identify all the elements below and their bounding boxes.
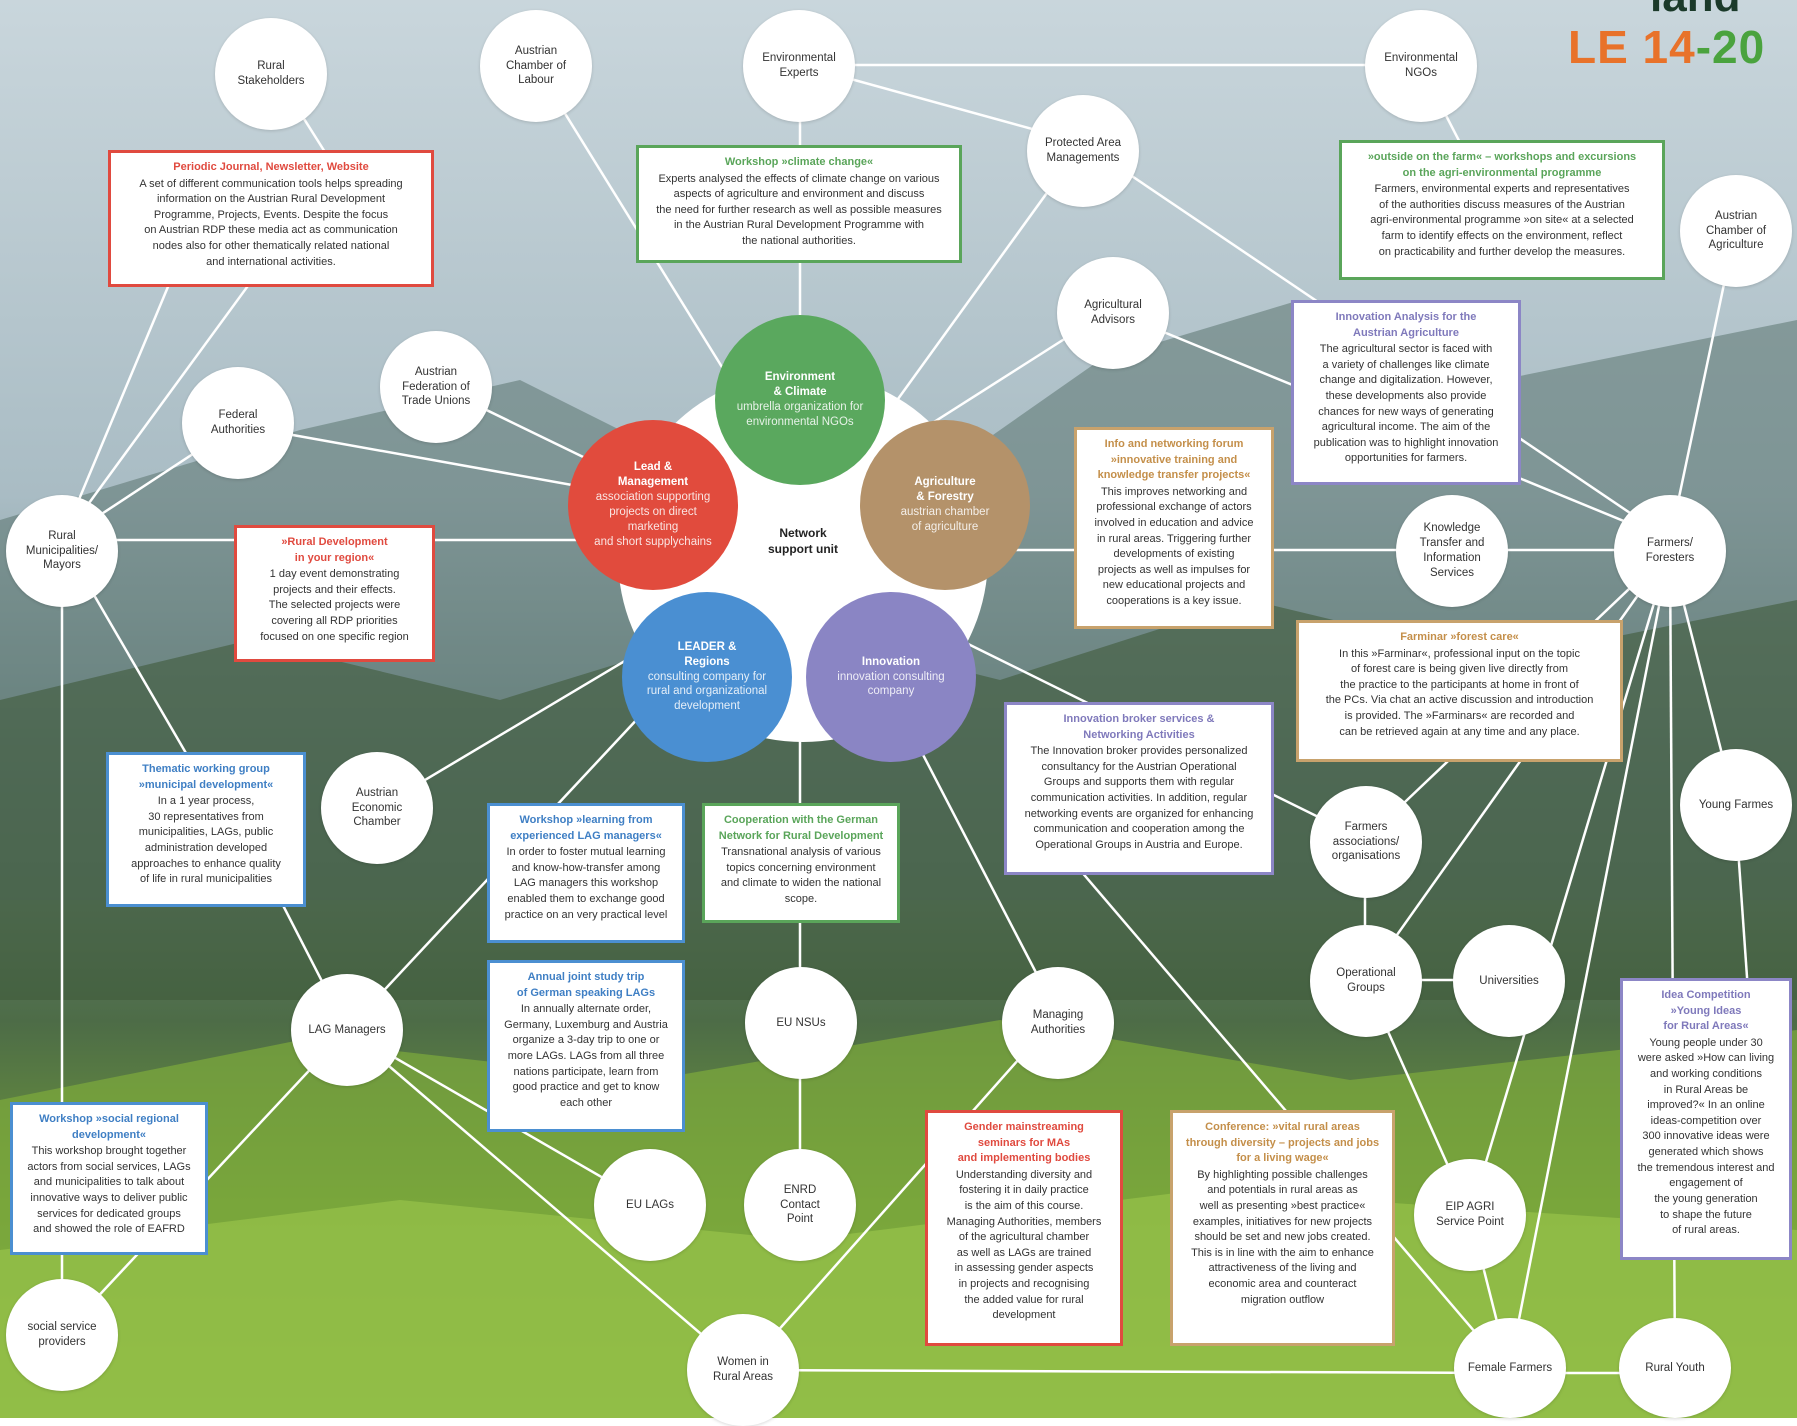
box-conference-vital-rural-areas: Conference: »vital rural areas through d… [1170,1110,1395,1346]
box-body: The Innovation broker provides personali… [1024,745,1254,851]
box-body: Understanding diversity and fostering it… [946,1168,1102,1322]
logo-part-2: -20 [1695,21,1766,73]
box-annual-joint-study-trip: Annual joint study trip of German speaki… [487,960,685,1132]
box-heading: Cooperation with the German Network for … [718,814,884,842]
core-environment-climate[interactable]: Environment & Climate umbrella organizat… [715,315,885,485]
core-desc: innovation consulting company [837,670,945,698]
box-heading: Thematic working group »municipal develo… [138,763,274,791]
node-environmental-ngos[interactable]: Environmental NGOs [1365,10,1477,122]
core-title: LEADER & Regions [677,640,737,668]
box-heading: Innovation broker services & Networking … [1063,713,1215,741]
core-agriculture-forestry[interactable]: Agriculture & Forestry austrian chamber … [860,420,1030,590]
box-periodic-journal: Periodic Journal, Newsletter, Website A … [108,150,434,287]
node-rural-youth[interactable]: Rural Youth [1619,1318,1731,1418]
node-eip-agri-service-point[interactable]: EIP AGRI Service Point [1414,1159,1526,1271]
box-body: This workshop brought together actors fr… [27,1145,191,1236]
network-support-unit-label: Network support unit [768,526,838,557]
box-farminar-forest-care: Farminar »forest care« In this »Farminar… [1296,620,1623,762]
box-body: In order to foster mutual learning and k… [504,846,668,921]
core-title: Agriculture & Forestry [914,476,976,504]
core-leader-regions[interactable]: LEADER & Regions consulting company for … [622,592,792,762]
box-body: By highlighting possible challenges and … [1191,1168,1374,1306]
box-innovation-analysis: Innovation Analysis for the Austrian Agr… [1291,300,1521,485]
logo-part-1: LE 14 [1568,21,1696,73]
box-heading: Workshop »social regional development« [39,1113,179,1141]
core-desc: austrian chamber of agriculture [900,506,990,533]
node-universities[interactable]: Universities [1453,925,1565,1037]
box-heading: Annual joint study trip of German speaki… [516,971,656,999]
node-enrd-contact-point[interactable]: ENRD Contact Point [744,1149,856,1261]
node-agricultural-advisors[interactable]: Agricultural Advisors [1057,257,1169,369]
box-body: Farmers, environmental experts and repre… [1370,183,1634,258]
box-heading: Farminar »forest care« [1400,631,1519,643]
box-heading: Workshop »climate change« [724,156,874,168]
core-title: Innovation [861,655,921,668]
box-body: In annually alternate order, Germany, Lu… [504,1003,668,1109]
box-body: Transnational analysis of various topics… [720,846,882,906]
node-protected-area-managements[interactable]: Protected Area Managements [1027,95,1139,207]
box-heading: »Rural Development in your region« [281,536,388,564]
box-heading: Conference: »vital rural areas through d… [1185,1121,1380,1165]
box-thematic-working-group: Thematic working group »municipal develo… [106,752,306,907]
node-farmers-associations[interactable]: Farmers associations/ organisations [1310,786,1422,898]
box-rural-development-in-your-region: »Rural Development in your region« 1 day… [234,525,435,662]
logo: LE 14-20 [1568,20,1765,74]
box-idea-competition: Idea Competition »Young Ideas for Rural … [1620,978,1792,1260]
box-workshop-climate-change: Workshop »climate change« Experts analys… [636,145,962,263]
node-rural-stakeholders[interactable]: Rural Stakeholders [215,18,327,130]
node-managing-authorities[interactable]: Managing Authorities [1002,967,1114,1079]
node-lag-managers[interactable]: LAG Managers [291,974,403,1086]
node-federal-authorities[interactable]: Federal Authorities [182,367,294,479]
box-body: Experts analysed the effects of climate … [656,172,942,248]
box-body: Young people under 30 were asked »How ca… [1637,1036,1775,1237]
core-lead-management[interactable]: Lead & Management association supporting… [568,420,738,590]
node-knowledge-transfer[interactable]: Knowledge Transfer and Information Servi… [1396,495,1508,607]
node-women-rural-areas[interactable]: Women in Rural Areas [687,1314,799,1426]
box-gender-mainstreaming: Gender mainstreaming seminars for MAs an… [925,1110,1123,1346]
node-farmers-foresters[interactable]: Farmers/ Foresters [1614,495,1726,607]
box-cooperation-german-network: Cooperation with the German Network for … [702,803,900,923]
core-desc: consulting company for rural and organiz… [646,670,768,713]
node-eu-nsus[interactable]: EU NSUs [745,967,857,1079]
box-heading: Gender mainstreaming seminars for MAs an… [957,1121,1091,1165]
box-body: The agricultural sector is faced with a … [1313,343,1499,465]
box-body: 1 day event demonstrating projects and t… [260,568,409,643]
box-body: This improves networking and professiona… [1094,485,1254,608]
box-workshop-learning-lag-managers: Workshop »learning from experienced LAG … [487,803,685,943]
box-body: In a 1 year process, 30 representatives … [131,795,281,886]
box-heading: Idea Competition »Young Ideas for Rural … [1661,989,1751,1033]
box-heading: Info and networking forum »innovative tr… [1097,438,1251,482]
node-female-farmers[interactable]: Female Farmers [1454,1318,1566,1418]
box-info-networking-forum: Info and networking forum »innovative tr… [1074,427,1274,629]
box-heading: Innovation Analysis for the Austrian Agr… [1335,311,1477,339]
box-innovation-broker-services: Innovation broker services & Networking … [1004,702,1274,875]
core-desc: umbrella organization for environmental … [736,401,864,428]
core-innovation[interactable]: Innovation innovation consulting company [806,592,976,762]
box-heading: Workshop »learning from experienced LAG … [510,814,662,842]
box-outside-on-the-farm: »outside on the farm« – workshops and ex… [1339,140,1665,280]
box-body: In this »Farminar«, professional input o… [1325,647,1594,738]
node-austrian-economic-chamber[interactable]: Austrian Economic Chamber [321,752,433,864]
node-operational-groups[interactable]: Operational Groups [1310,925,1422,1037]
node-social-service-providers[interactable]: social service providers [6,1279,118,1391]
node-austrian-chamber-labour[interactable]: Austrian Chamber of Labour [480,10,592,122]
box-heading: Periodic Journal, Newsletter, Website [173,161,369,173]
box-body: A set of different communication tools h… [139,177,403,268]
box-workshop-social-regional: Workshop »social regional development« T… [10,1102,208,1255]
node-austrian-chamber-agriculture[interactable]: Austrian Chamber of Agriculture [1680,175,1792,287]
node-young-farmers[interactable]: Young Farmes [1680,749,1792,861]
core-desc: association supporting projects on direc… [594,491,712,548]
box-heading: »outside on the farm« – workshops and ex… [1367,151,1637,179]
node-austrian-federation-trade-unions[interactable]: Austrian Federation of Trade Unions [380,331,492,443]
core-title: Environment & Climate [764,371,836,399]
node-environmental-experts[interactable]: Environmental Experts [743,10,855,122]
node-rural-municipalities-mayors[interactable]: Rural Municipalities/ Mayors [6,495,118,607]
node-eu-lags[interactable]: EU LAGs [594,1149,706,1261]
core-title: Lead & Management [617,461,689,489]
